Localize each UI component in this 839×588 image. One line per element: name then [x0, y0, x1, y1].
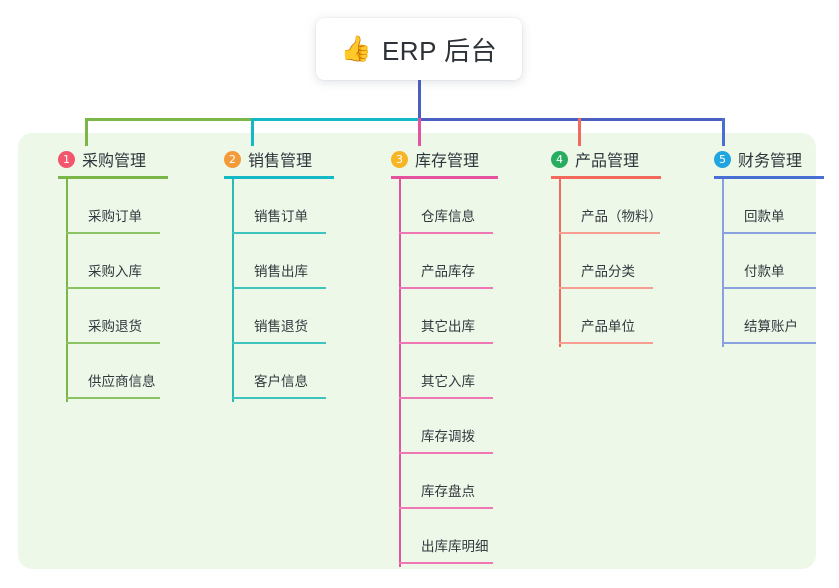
column-header-sales[interactable]: 2 销售管理 [204, 146, 312, 172]
column-finance: 5 财务管理 回款单 付款单 结算账户 [694, 146, 824, 347]
item-rule [722, 342, 816, 344]
column-spine-product [559, 179, 561, 347]
item-label: 库存调拨 [421, 429, 475, 444]
thumbs-up-icon: 👍 [340, 34, 372, 63]
bus-segment-indigo [418, 118, 724, 121]
drop-stem-col3 [418, 118, 421, 146]
item-label: 出库库明细 [421, 539, 489, 554]
item-rule [232, 397, 326, 399]
item-label: 其它出库 [421, 319, 475, 334]
item-label: 客户信息 [254, 374, 308, 389]
item-label: 产品单位 [581, 319, 635, 334]
item-label: 产品分类 [581, 264, 635, 279]
modules-panel [18, 133, 816, 569]
item-label: 采购退货 [88, 319, 142, 334]
item-rule [399, 562, 493, 564]
drop-stem-col1 [85, 118, 88, 146]
item-rule [66, 397, 160, 399]
header-rule-sales [224, 176, 334, 179]
item-rule [66, 342, 160, 344]
column-spine-inventory [399, 179, 401, 567]
column-header-finance[interactable]: 5 财务管理 [694, 146, 802, 172]
item-rule [399, 287, 493, 289]
item-label: 销售出库 [254, 264, 308, 279]
column-title-finance: 财务管理 [738, 153, 803, 170]
drop-stem-col4 [578, 118, 581, 146]
item-rule [559, 287, 653, 289]
column-title-sales: 销售管理 [248, 153, 313, 170]
item-label: 供应商信息 [88, 374, 156, 389]
item-rule [399, 507, 493, 509]
item-label: 回款单 [744, 209, 785, 224]
column-title-purchase: 采购管理 [82, 153, 147, 170]
item-rule [399, 342, 493, 344]
item-label: 其它入库 [421, 374, 475, 389]
item-rule [66, 287, 160, 289]
item-rule [66, 232, 160, 234]
item-rule [559, 232, 660, 234]
item-label: 结算账户 [744, 319, 798, 334]
bus-segment-teal [251, 118, 420, 121]
header-rule-inventory [391, 176, 498, 179]
header-rule-finance [714, 176, 824, 179]
badge-3: 3 [391, 150, 408, 168]
item-label: 库存盘点 [421, 484, 475, 499]
badge-1: 1 [58, 150, 75, 168]
column-header-purchase[interactable]: 1 采购管理 [38, 146, 146, 172]
column-header-inventory[interactable]: 3 库存管理 [371, 146, 479, 172]
item-rule [232, 342, 326, 344]
item-rule [722, 287, 816, 289]
item-label: 产品库存 [421, 264, 475, 279]
root-stem [418, 80, 421, 120]
column-spine-finance [722, 179, 724, 347]
column-header-product[interactable]: 4 产品管理 [531, 146, 639, 172]
badge-4: 4 [551, 150, 568, 168]
column-title-inventory: 库存管理 [415, 153, 480, 170]
item-label: 付款单 [744, 264, 785, 279]
column-inventory: 3 库存管理 仓库信息 产品库存 其它出库 其它入库 库存调拨 [371, 146, 498, 567]
column-sales: 2 销售管理 销售订单 销售出库 销售退货 客户信息 [204, 146, 334, 402]
column-product: 4 产品管理 产品（物料） 产品分类 产品单位 [531, 146, 662, 347]
page-title: ERP 后台 [381, 35, 498, 66]
header-rule-purchase [58, 176, 168, 179]
drop-stem-col5 [722, 118, 725, 146]
item-rule [399, 397, 493, 399]
item-label: 销售退货 [254, 319, 308, 334]
item-rule [232, 232, 326, 234]
item-rule [399, 232, 493, 234]
item-label: 采购订单 [88, 209, 142, 224]
item-rule [399, 452, 493, 454]
item-rule [232, 287, 326, 289]
badge-2: 2 [224, 150, 241, 168]
item-rule [559, 342, 653, 344]
column-purchase: 1 采购管理 采购订单 采购入库 采购退货 供应商信息 [38, 146, 168, 402]
header-rule-product [551, 176, 661, 179]
item-label: 销售订单 [254, 209, 308, 224]
column-spine-sales [232, 179, 234, 402]
item-label: 采购入库 [88, 264, 142, 279]
item-label: 产品（物料） [581, 209, 662, 224]
column-spine-purchase [66, 179, 68, 402]
item-rule [722, 232, 816, 234]
root-title-card[interactable]: 👍 ERP 后台 [316, 18, 522, 80]
bus-segment-green [85, 118, 253, 121]
badge-5: 5 [714, 150, 731, 168]
drop-stem-col2 [251, 118, 254, 146]
column-title-product: 产品管理 [575, 153, 640, 170]
item-label: 仓库信息 [421, 209, 475, 224]
